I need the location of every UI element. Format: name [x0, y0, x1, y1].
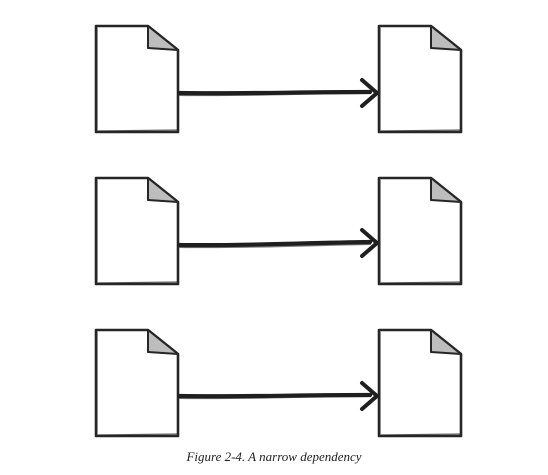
child-partition-2-icon	[377, 176, 463, 286]
child-partition-3-icon	[377, 328, 463, 438]
parent-partition-2-icon	[94, 176, 180, 286]
child-partition-1-icon	[377, 24, 463, 134]
figure-caption: Figure 2-4. A narrow dependency	[186, 449, 362, 464]
dependency-row-1	[94, 24, 463, 134]
dependency-row-2	[94, 176, 463, 286]
arrow-2-icon	[177, 228, 379, 258]
arrow-1-icon	[177, 78, 379, 108]
parent-partition-3-icon	[94, 328, 180, 438]
dependency-row-3	[94, 328, 463, 438]
parent-partition-1-icon	[94, 24, 180, 134]
arrow-3-icon	[177, 381, 379, 411]
